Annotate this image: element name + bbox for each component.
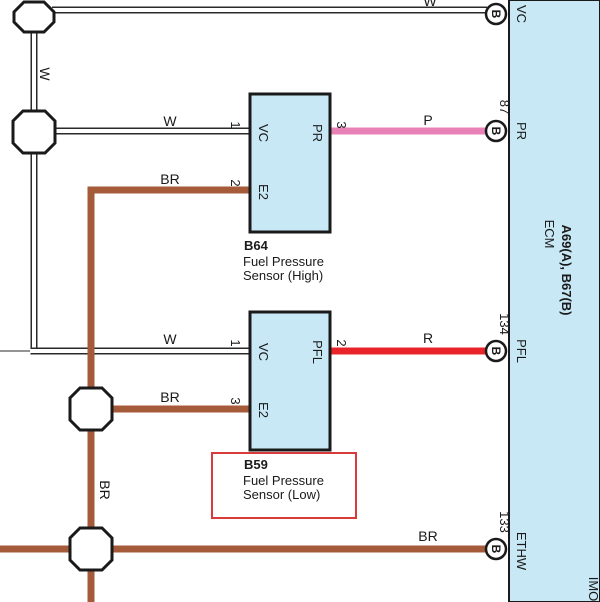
b59-sensor-box (248, 310, 332, 452)
b59-component-name-line1: Fuel Pressure (243, 473, 324, 488)
wire-label-b64-pr: P (423, 112, 432, 128)
ecm-pin-ethw-number: 133 (497, 511, 512, 533)
ecm-pin-pr-number: 87 (497, 100, 512, 114)
splice-point-w (11, 109, 57, 155)
b64-pin-vc-name: VC (256, 124, 271, 142)
wire-label-b64-vc: W (163, 113, 177, 129)
ecm-pin-ethw-name: ETHW (514, 532, 529, 571)
b64-component-id: B64 (244, 238, 269, 253)
b59-component-name-line2: Sensor (Low) (243, 487, 320, 502)
b59-pin-pfl-name: PFL (310, 340, 325, 364)
ecm-terminal-vc-connector: B (489, 10, 503, 19)
ecm-pin-pr-name: PR (514, 122, 529, 140)
b64-component-name-line2: Sensor (High) (243, 268, 323, 283)
ecm-subtitle: ECM (542, 220, 557, 249)
b64-pin-e2-name: E2 (256, 184, 271, 200)
ecm-terminal-vc: B (484, 2, 508, 26)
wire-label-b64-e2: BR (160, 171, 179, 187)
ecm-pin-pfl-name: PFL (514, 339, 529, 363)
ecm-cut-label: IMO (586, 577, 600, 602)
b64-pin-e2-number: 2 (228, 179, 243, 186)
ecm-pin-vc-name: VC (514, 5, 529, 23)
b64-pin-vc-number: 1 (228, 121, 243, 128)
wire-label-b59-pfl: R (423, 330, 433, 346)
b59-pin-e2-name: E2 (256, 402, 271, 418)
ecm-terminal-pr-connector: B (489, 127, 503, 136)
wire-label-b59-vc: W (163, 331, 177, 347)
ecm-terminal-pr: B (484, 119, 508, 143)
b64-pin-pr-number: 3 (334, 121, 349, 128)
splice-point-br-upper (68, 386, 114, 432)
splice-point-br-lower (68, 526, 114, 572)
wire-label-ethw: BR (418, 528, 437, 544)
ecm-terminal-ethw-connector: B (489, 545, 503, 554)
b59-component-id: B59 (244, 457, 268, 472)
ecm-title: A69(A), B67(B) (559, 224, 574, 315)
b59-pin-pfl-number: 2 (334, 339, 349, 346)
wire-label-b59-e2: BR (160, 389, 179, 405)
b59-pin-vc-number: 1 (228, 339, 243, 346)
b59-pin-vc-name: VC (256, 343, 271, 361)
b64-component-name-line1: Fuel Pressure (243, 254, 324, 269)
b59-highlight-frame (211, 452, 357, 519)
b59-pin-e2-number: 3 (228, 397, 243, 404)
ecm-pin-pfl-number: 134 (497, 313, 512, 335)
ecm-block (508, 0, 600, 602)
wire-label-top-vc: W (423, 0, 437, 9)
wire-br-b64-e2 (87, 186, 250, 602)
ecm-terminal-pfl-connector: B (489, 347, 503, 356)
wire-label-left-vertical: W (37, 67, 53, 81)
wire-label-br-vertical: BR (97, 480, 113, 499)
b64-sensor-box (248, 92, 332, 234)
ecm-terminal-pfl: B (484, 339, 508, 363)
ecm-terminal-ethw: B (484, 537, 508, 561)
splice-point-top (12, 0, 56, 34)
b64-pin-pr-name: PR (310, 124, 325, 142)
